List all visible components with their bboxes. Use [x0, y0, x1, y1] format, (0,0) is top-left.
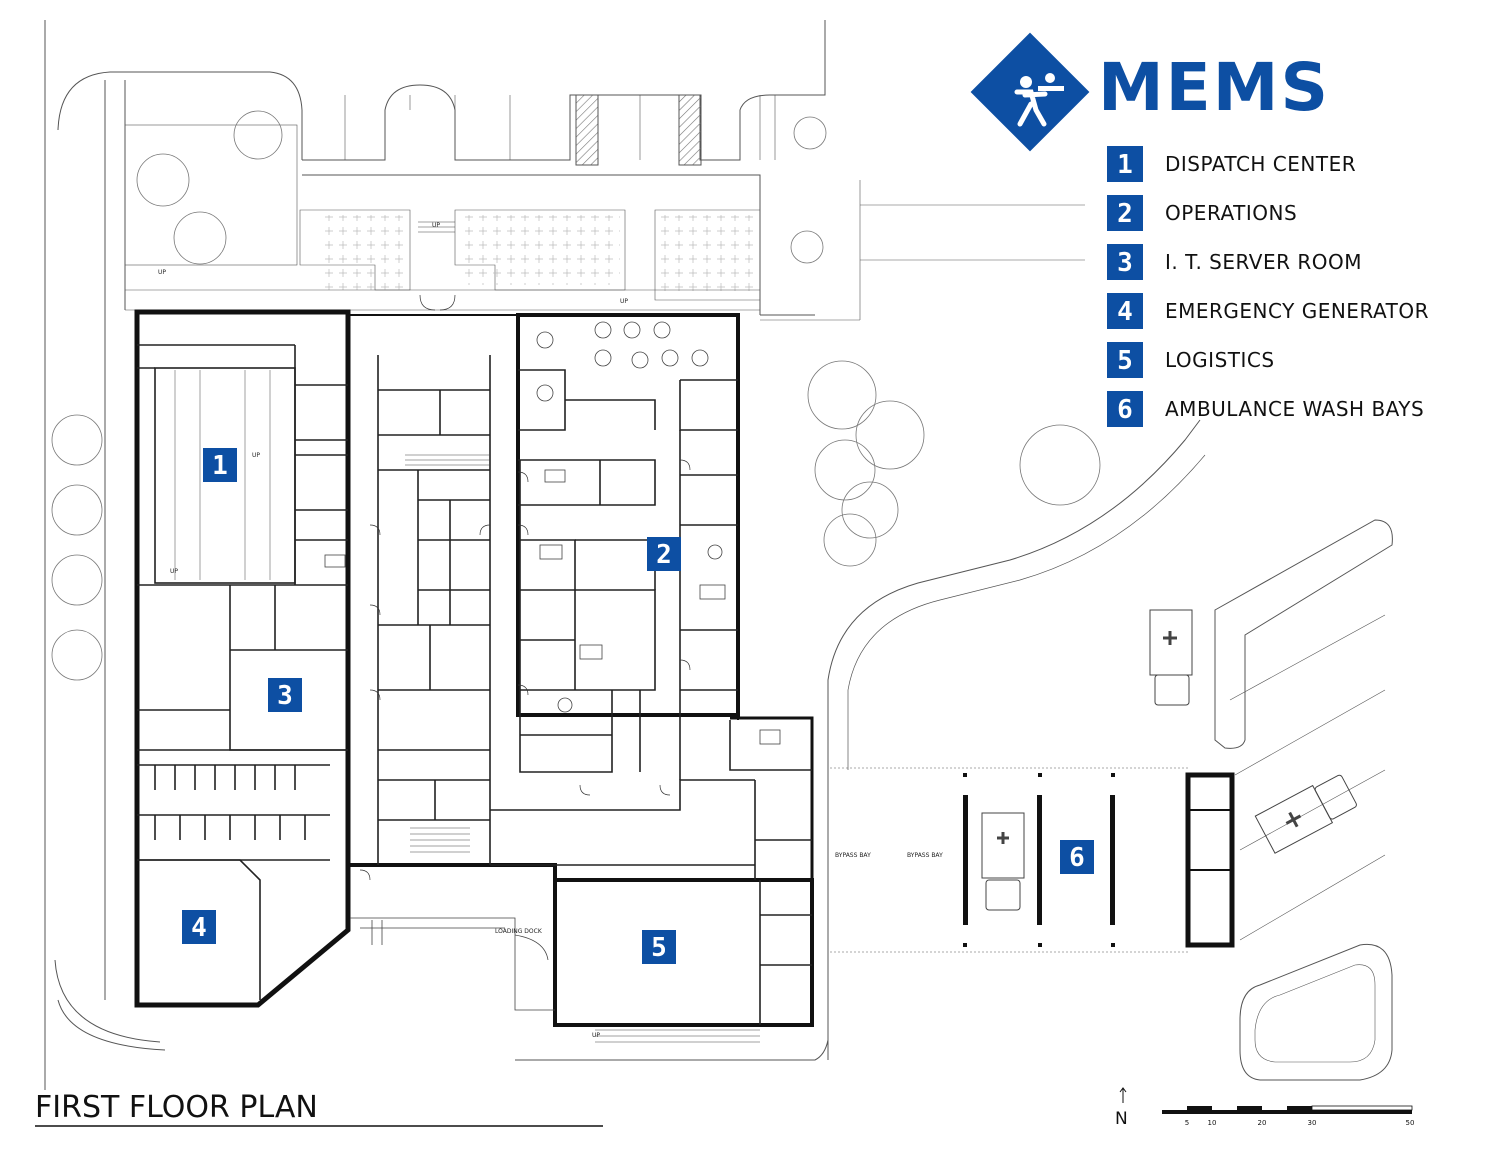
loading-dock: [350, 917, 555, 1011]
scale-bar: 5 10 20 30 50: [1162, 1105, 1415, 1127]
legend-item: 2 OPERATIONS: [1107, 195, 1297, 231]
scale-tick-label: 50: [1406, 1119, 1415, 1127]
svg-text:6: 6: [1069, 843, 1085, 873]
room-badges: 1 2 3 4 5 6: [182, 448, 1094, 964]
up-label: UP: [432, 222, 440, 229]
scale-tick-label: 30: [1308, 1119, 1317, 1127]
scale-tick-label: 20: [1258, 1119, 1267, 1127]
bypass-bay-label: BYPASS BAY: [835, 852, 871, 859]
up-label: UP: [592, 1032, 600, 1039]
legend-label: DISPATCH CENTER: [1165, 152, 1356, 176]
svg-text:4: 4: [191, 913, 207, 943]
badge-dispatch-center: 1: [203, 448, 237, 482]
svg-text:2: 2: [656, 540, 672, 570]
up-label: UP: [158, 269, 166, 276]
person-pushing-stretcher-icon: [970, 32, 1090, 152]
badge-logistics: 5: [642, 930, 676, 964]
ambulance-icon: [981, 812, 1025, 911]
legend-label: EMERGENCY GENERATOR: [1165, 299, 1429, 323]
brand-name: MEMS: [1098, 49, 1330, 126]
scale-tick-label: 5: [1185, 1119, 1189, 1127]
legend-item: 6 AMBULANCE WASH BAYS: [1107, 391, 1424, 427]
legend-item: 3 I. T. SERVER ROOM: [1107, 244, 1362, 280]
mems-logo: MEMS: [970, 32, 1330, 152]
badge-emergency-generator: 4: [182, 910, 216, 944]
bypass-bay-label: BYPASS BAY: [907, 852, 943, 859]
up-label: UP: [620, 298, 628, 305]
svg-text:5: 5: [651, 933, 667, 963]
page-title: FIRST FLOOR PLAN: [35, 1090, 318, 1125]
wash-bays: [963, 773, 1115, 947]
svg-text:4: 4: [1117, 297, 1133, 327]
plan-annotations: LOADING DOCK BYPASS BAY BYPASS BAY UP UP…: [158, 222, 943, 1039]
scale-tick-label: 10: [1208, 1119, 1217, 1127]
interior-walls: [137, 344, 812, 1025]
legend: 1 DISPATCH CENTER 2 OPERATIONS 3 I. T. S…: [1107, 146, 1429, 427]
legend-label: I. T. SERVER ROOM: [1165, 250, 1362, 274]
up-label: UP: [252, 452, 260, 459]
svg-text:1: 1: [1117, 150, 1133, 180]
legend-label: LOGISTICS: [1165, 348, 1275, 372]
badge-it-server-room: 3: [268, 678, 302, 712]
north-arrow: N: [1115, 1087, 1128, 1129]
door-swings: [359, 294, 691, 881]
svg-text:2: 2: [1117, 199, 1133, 229]
trees: [51, 110, 1101, 681]
legend-label: AMBULANCE WASH BAYS: [1165, 397, 1424, 421]
furniture-marks: [174, 321, 781, 745]
svg-text:3: 3: [1117, 248, 1133, 278]
ambulance-icon: [1149, 609, 1193, 706]
badge-operations: 2: [647, 537, 681, 571]
badge-ambulance-wash-bays: 6: [1060, 840, 1094, 874]
svg-text:6: 6: [1117, 395, 1133, 425]
north-label: N: [1115, 1109, 1128, 1129]
legend-item: 1 DISPATCH CENTER: [1107, 146, 1356, 182]
legend-item: 5 LOGISTICS: [1107, 342, 1275, 378]
stairs: [405, 221, 760, 1043]
ambulance-icon: [1254, 774, 1357, 854]
building-outline: [134, 309, 1235, 1027]
legend-item: 4 EMERGENCY GENERATOR: [1107, 293, 1429, 329]
site-context: [44, 20, 1393, 1090]
svg-text:3: 3: [277, 681, 293, 711]
legend-label: OPERATIONS: [1165, 201, 1297, 225]
plan-title-block: FIRST FLOOR PLAN: [35, 1090, 603, 1127]
svg-text:1: 1: [212, 451, 228, 481]
svg-text:5: 5: [1117, 346, 1133, 376]
loading-dock-label: LOADING DOCK: [495, 928, 543, 935]
north-arrow-icon: [1119, 1087, 1127, 1103]
up-label: UP: [170, 568, 178, 575]
